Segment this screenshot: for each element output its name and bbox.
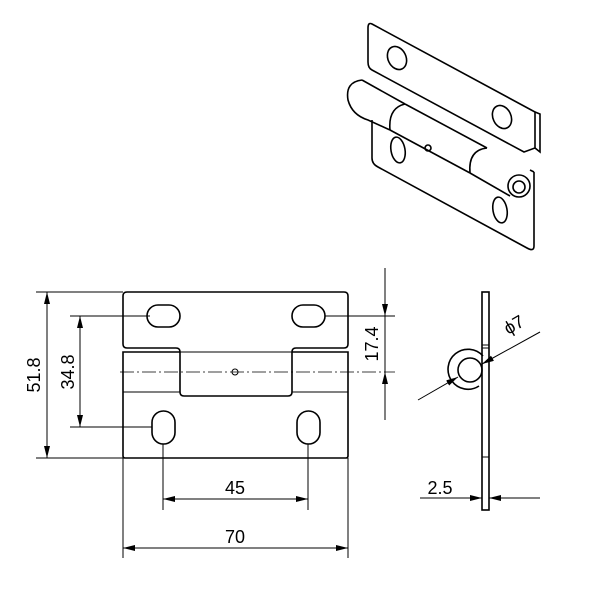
iso-slot-icon <box>491 104 513 130</box>
slot-bottom-right <box>296 410 321 445</box>
knuckle-outline <box>447 348 484 391</box>
grease-hole-icon <box>231 368 239 376</box>
isometric-view <box>346 22 541 251</box>
slot-bottom-left <box>151 410 176 445</box>
dimension-lines <box>36 268 395 558</box>
front-view <box>120 291 395 459</box>
dim-overall-height: 51.8 <box>24 357 44 392</box>
iso-slot-icon <box>389 136 407 164</box>
dim-slot-to-axis: 17.4 <box>362 326 382 361</box>
dim-pin-diameter: ϕ7 <box>500 311 527 338</box>
slot-top-left <box>146 304 181 328</box>
slot-top-right <box>291 304 326 328</box>
dim-thickness: 2.5 <box>427 478 452 498</box>
iso-slot-icon <box>386 45 408 71</box>
pin-circle <box>457 357 483 383</box>
dim-slot-spacing-vertical: 34.8 <box>58 354 78 389</box>
dim-slot-spacing-horizontal: 45 <box>225 478 245 498</box>
side-view <box>417 291 541 511</box>
iso-slot-icon <box>491 196 509 224</box>
dim-overall-width: 70 <box>225 527 245 547</box>
